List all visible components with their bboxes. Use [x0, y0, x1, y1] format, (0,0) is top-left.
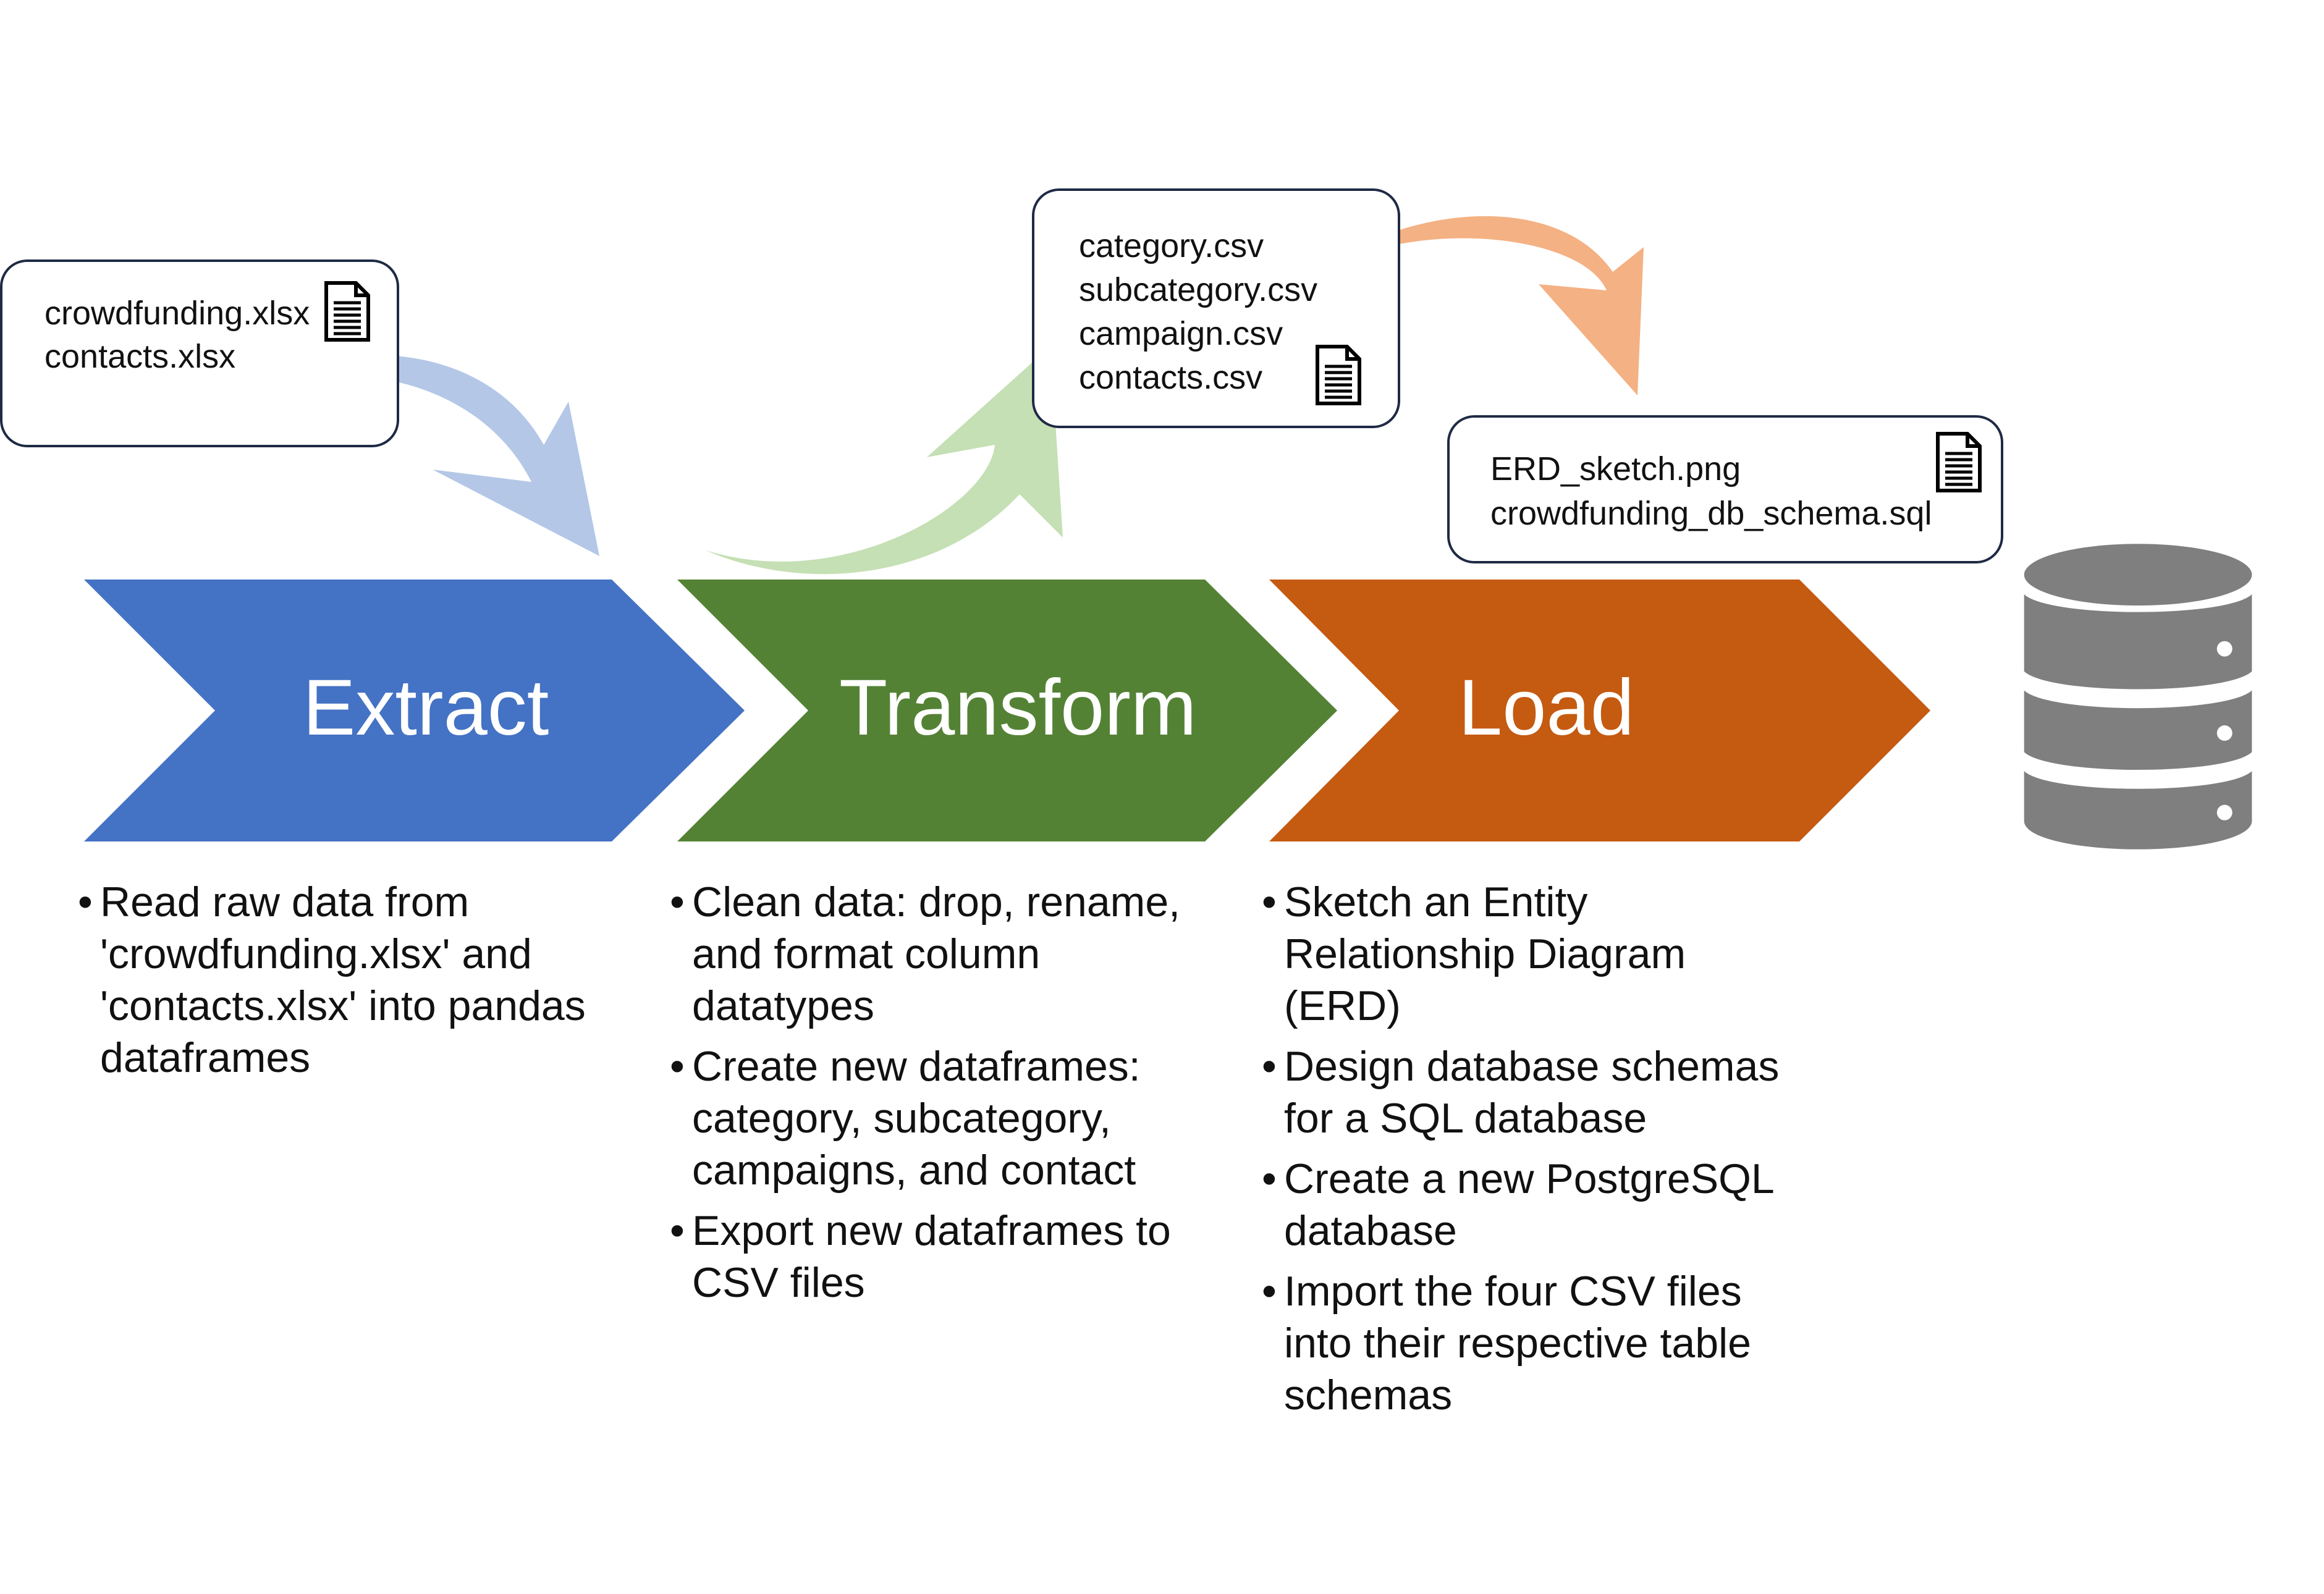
bullet-item: Create new dataframes: category, subcate…: [670, 1040, 1231, 1196]
file-name: contacts.xlsx: [44, 338, 236, 375]
curved-arrow-transform: [704, 346, 1063, 575]
bullet-item: Create a new PostgreSQL database: [1262, 1153, 1804, 1257]
file-name: contacts.csv: [1079, 359, 1263, 396]
file-name: category.csv: [1079, 227, 1264, 264]
file-name: crowdfunding_db_schema.sql: [1490, 495, 1932, 532]
schema-files-box: ERD_sketch.png crowdfunding_db_schema.sq…: [1447, 415, 2003, 563]
curved-arrow-extract: [222, 355, 599, 556]
csv-files-box: category.csv subcategory.csv campaign.cs…: [1032, 188, 1400, 428]
raw-files-box: crowdfunding.xlsx contacts.xlsx: [0, 259, 399, 447]
file-name: crowdfunding.xlsx: [44, 295, 310, 332]
transform-label: Transform: [839, 664, 1197, 752]
extract-bullets: Read raw data from 'crowdfunding.xlsx' a…: [78, 876, 639, 1092]
curved-arrow-load: [1316, 216, 1644, 395]
bullet-item: Clean data: drop, rename, and format col…: [670, 876, 1231, 1032]
extract-chevron: [84, 580, 745, 841]
load-chevron: [1269, 580, 1930, 841]
file-name: subcategory.csv: [1079, 271, 1318, 308]
load-bullets: Sketch an Entity Relationship Diagram (E…: [1262, 876, 1804, 1430]
bullet-item: Sketch an Entity Relationship Diagram (E…: [1262, 876, 1804, 1032]
database-icon: [2024, 544, 2252, 850]
document-icon: [1316, 345, 1361, 405]
document-icon: [324, 281, 370, 342]
transform-chevron: [677, 580, 1337, 841]
bullet-item: Export new dataframes to CSV files: [670, 1205, 1231, 1309]
extract-label: Extract: [303, 664, 549, 752]
transform-bullets: Clean data: drop, rename, and format col…: [670, 876, 1231, 1317]
bullet-item: Import the four CSV files into their res…: [1262, 1265, 1804, 1421]
bullet-item: Read raw data from 'crowdfunding.xlsx' a…: [78, 876, 639, 1084]
file-name: campaign.csv: [1079, 315, 1283, 352]
load-label: Load: [1458, 664, 1634, 752]
document-icon: [1936, 432, 1982, 492]
file-name: ERD_sketch.png: [1490, 450, 1741, 487]
bullet-item: Design database schemas for a SQL databa…: [1262, 1040, 1804, 1144]
